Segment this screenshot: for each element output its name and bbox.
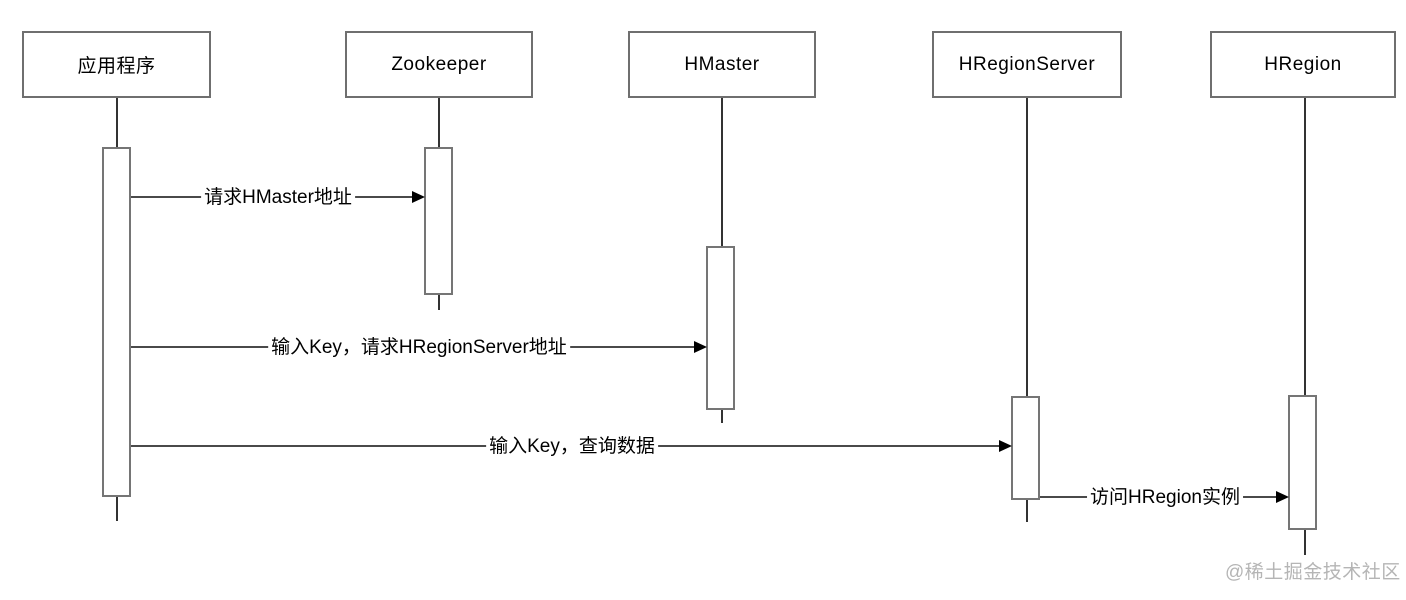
participant-box-hregionserver: HRegionServer	[932, 31, 1122, 98]
message-label: 访问HRegion实例	[1087, 482, 1243, 510]
participant-label: HRegion	[1264, 53, 1342, 75]
message-label: 输入Key，请求HRegionServer地址	[268, 332, 570, 360]
message-arrowhead-icon	[1276, 491, 1289, 503]
lifeline-zookeeper-tail	[438, 295, 440, 310]
lifeline-application-tail	[116, 497, 118, 521]
participant-label: 应用程序	[77, 56, 156, 77]
participant-label: HMaster	[684, 53, 760, 75]
participant-label: Zookeeper	[391, 53, 487, 75]
lifeline-hregionserver-tail	[1026, 500, 1028, 522]
lifeline-hmaster-upper	[721, 98, 723, 246]
lifeline-hregionserver-upper	[1026, 98, 1028, 396]
message-label: 请求HMaster地址	[201, 182, 355, 210]
lifeline-hregion-upper	[1304, 98, 1306, 395]
lifeline-hmaster-tail	[721, 410, 723, 423]
participant-box-application: 应用程序	[22, 31, 211, 98]
message-arrowhead-icon	[999, 440, 1012, 452]
lifeline-zookeeper-upper	[438, 98, 440, 147]
message-arrowhead-icon	[694, 341, 707, 353]
participant-box-hmaster: HMaster	[628, 31, 816, 98]
activation-hregionserver	[1011, 396, 1040, 500]
lifeline-hregion-tail	[1304, 530, 1306, 555]
watermark-text: @稀土掘金技术社区	[1225, 562, 1401, 583]
activation-hregion	[1288, 395, 1317, 530]
participant-box-hregion: HRegion	[1210, 31, 1396, 98]
activation-application	[102, 147, 131, 497]
lifeline-application-upper	[116, 98, 118, 147]
activation-zookeeper	[424, 147, 453, 295]
participant-label: HRegionServer	[958, 53, 1096, 75]
participant-box-zookeeper: Zookeeper	[345, 31, 533, 98]
message-arrowhead-icon	[412, 191, 425, 203]
activation-hmaster	[706, 246, 735, 410]
message-label: 输入Key，查询数据	[486, 431, 658, 459]
